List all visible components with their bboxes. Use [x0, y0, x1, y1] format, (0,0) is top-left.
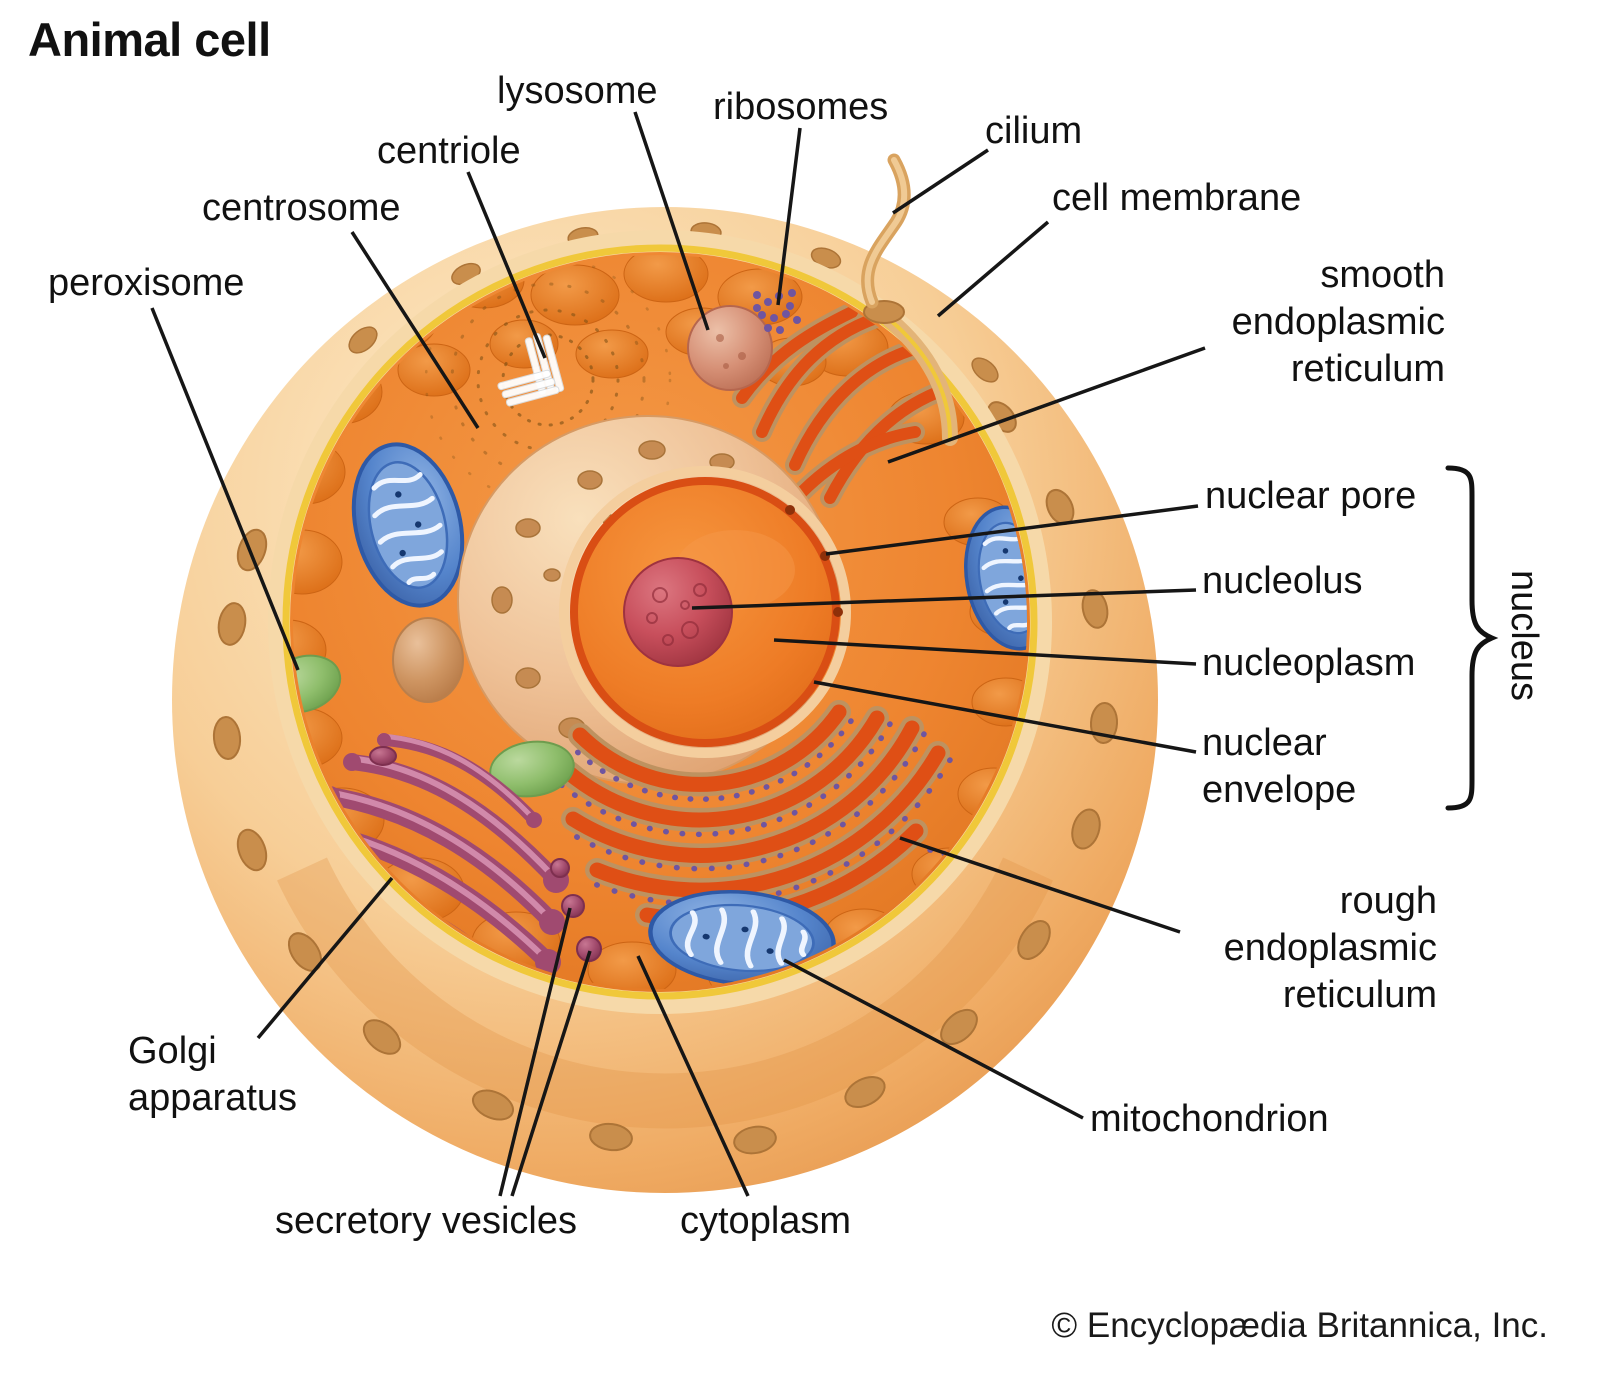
nucleus — [457, 415, 851, 785]
label-secretory-vesicles: secretory vesicles — [275, 1200, 577, 1242]
leader-cilium — [892, 148, 989, 215]
leader-lysosome — [633, 111, 710, 331]
leader-smooth-er — [887, 346, 1206, 464]
label-peroxisome: peroxisome — [48, 262, 245, 304]
label-cytoplasm: cytoplasm — [680, 1200, 852, 1242]
membrane-yellow-line — [282, 244, 1038, 1000]
leader-ribosomes — [776, 127, 802, 306]
leader-cell-membrane — [936, 220, 1050, 318]
label-nuclear-envelope: nuclear envelope — [1202, 722, 1357, 812]
membrane-pores — [212, 222, 1119, 1155]
leader-lines — [150, 111, 1206, 1197]
leader-mitochondrion — [783, 958, 1084, 1120]
page-title: Animal cell — [28, 13, 271, 66]
label-rough-er: rough endoplasmic reticulum — [1223, 880, 1437, 1017]
credit-line: © Encyclopædia Britannica, Inc. — [1051, 1306, 1548, 1345]
leader-golgi — [256, 876, 394, 1040]
label-centrosome: centrosome — [202, 187, 401, 229]
leader-peroxisome — [150, 307, 300, 671]
secretory-vesicles — [550, 858, 602, 962]
label-nucleus: nucleus — [1503, 570, 1546, 701]
envelope-cut-face — [559, 466, 851, 758]
label-nuclear-pore: nuclear pore — [1205, 475, 1417, 517]
label-golgi: Golgi apparatus — [128, 1030, 298, 1120]
nucleus-bracket — [1445, 465, 1499, 811]
leader-nuclear-pore — [825, 504, 1199, 556]
leader-rough-er — [899, 836, 1181, 934]
nucleolus — [623, 557, 733, 667]
label-lysosome: lysosome — [497, 70, 658, 112]
vesicle-tan — [392, 617, 464, 703]
leader-secretory-1 — [498, 907, 572, 1197]
leader-secretory-2 — [510, 950, 592, 1197]
leader-nuclear-envelope — [813, 680, 1197, 754]
leader-nucleoplasm — [773, 638, 1197, 666]
label-centriole: centriole — [377, 130, 521, 172]
label-nucleolus: nucleolus — [1202, 560, 1363, 602]
label-smooth-er: smooth endoplasmic reticulum — [1231, 254, 1445, 391]
centriole — [497, 333, 565, 407]
lysosome — [687, 305, 773, 391]
leader-centrosome — [350, 231, 480, 429]
label-ribosomes: ribosomes — [713, 86, 889, 128]
label-cilium: cilium — [985, 110, 1083, 152]
label-cell-membrane: cell membrane — [1052, 177, 1302, 219]
leader-centriole — [466, 171, 547, 359]
cilium — [861, 153, 911, 309]
leader-nucleolus — [691, 588, 1197, 610]
label-mitochondrion: mitochondrion — [1090, 1098, 1329, 1140]
label-nucleoplasm: nucleoplasm — [1202, 642, 1416, 684]
leader-cytoplasm — [636, 955, 750, 1197]
